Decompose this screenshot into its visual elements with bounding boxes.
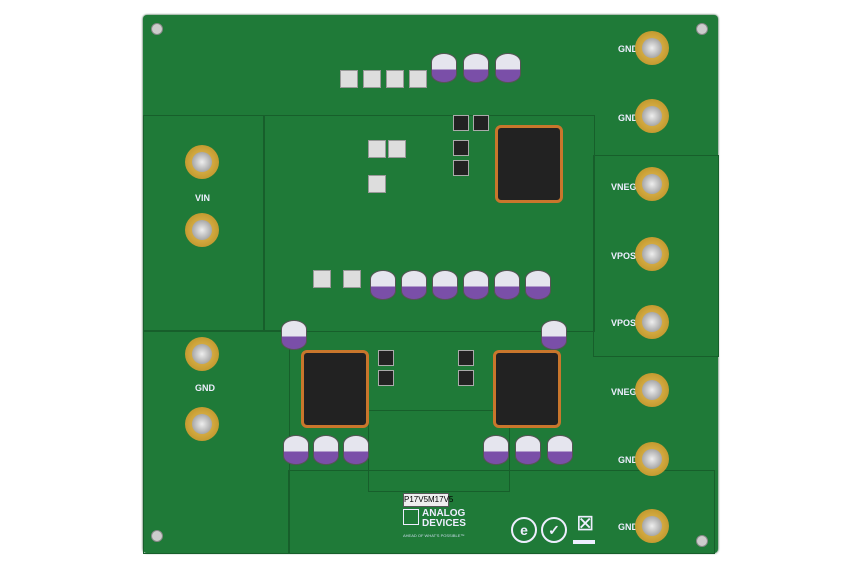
capacitor <box>547 435 573 465</box>
right-label-3: VNEG <box>611 182 637 192</box>
analog-devices-logo-icon <box>403 509 419 525</box>
right-label-5: VPOS <box>611 318 637 328</box>
certification-check-icon: ✓ <box>541 517 567 543</box>
right-terminal-8[interactable] <box>635 509 669 543</box>
capacitor <box>495 53 521 83</box>
capacitor <box>463 53 489 83</box>
right-label-6: VNEG <box>611 387 637 397</box>
right-label-7: GND <box>618 455 638 465</box>
right-terminal-5[interactable] <box>635 305 669 339</box>
right-label-4: VPOS <box>611 251 637 261</box>
e-mark-icon: e <box>511 517 537 543</box>
pcb-board: VIN GND GND GND VNEG VPOS VPOS VNEG GND … <box>143 15 719 554</box>
inductor <box>301 350 369 428</box>
capacitor <box>431 53 457 83</box>
right-terminal-6[interactable] <box>635 373 669 407</box>
vin-return-terminal[interactable] <box>185 213 219 247</box>
inductor <box>493 350 561 428</box>
right-terminal-3[interactable] <box>635 167 669 201</box>
capacitor <box>494 270 520 300</box>
capacitor <box>283 435 309 465</box>
right-label-2: GND <box>618 113 638 123</box>
weee-bar <box>573 540 595 544</box>
right-terminal-4[interactable] <box>635 237 669 271</box>
gnd-terminal-left-2[interactable] <box>185 407 219 441</box>
brand-line-2: DEVICES <box>422 518 466 529</box>
capacitor <box>515 435 541 465</box>
vin-terminal[interactable] <box>185 145 219 179</box>
capacitor <box>483 435 509 465</box>
capacitor <box>343 435 369 465</box>
part-number-label: P17V5M17V5 <box>403 493 453 507</box>
brand-tagline: AHEAD OF WHAT'S POSSIBLE™ <box>403 533 465 538</box>
capacitor <box>463 270 489 300</box>
capacitor <box>401 270 427 300</box>
vin-label: VIN <box>195 193 211 203</box>
right-terminal-1[interactable] <box>635 31 669 65</box>
weee-bin-icon: ⊠ <box>576 510 595 535</box>
gnd-terminal-left-1[interactable] <box>185 337 219 371</box>
inductor <box>495 125 563 203</box>
brand-line-1: ANALOG <box>422 508 466 519</box>
capacitor <box>541 320 567 350</box>
capacitor <box>370 270 396 300</box>
right-terminal-7[interactable] <box>635 442 669 476</box>
right-label-8: GND <box>618 522 638 532</box>
right-terminal-2[interactable] <box>635 99 669 133</box>
capacitor <box>525 270 551 300</box>
gnd-label-left: GND <box>195 383 215 393</box>
capacitor <box>432 270 458 300</box>
right-label-1: GND <box>618 44 638 54</box>
capacitor <box>281 320 307 350</box>
capacitor <box>313 435 339 465</box>
